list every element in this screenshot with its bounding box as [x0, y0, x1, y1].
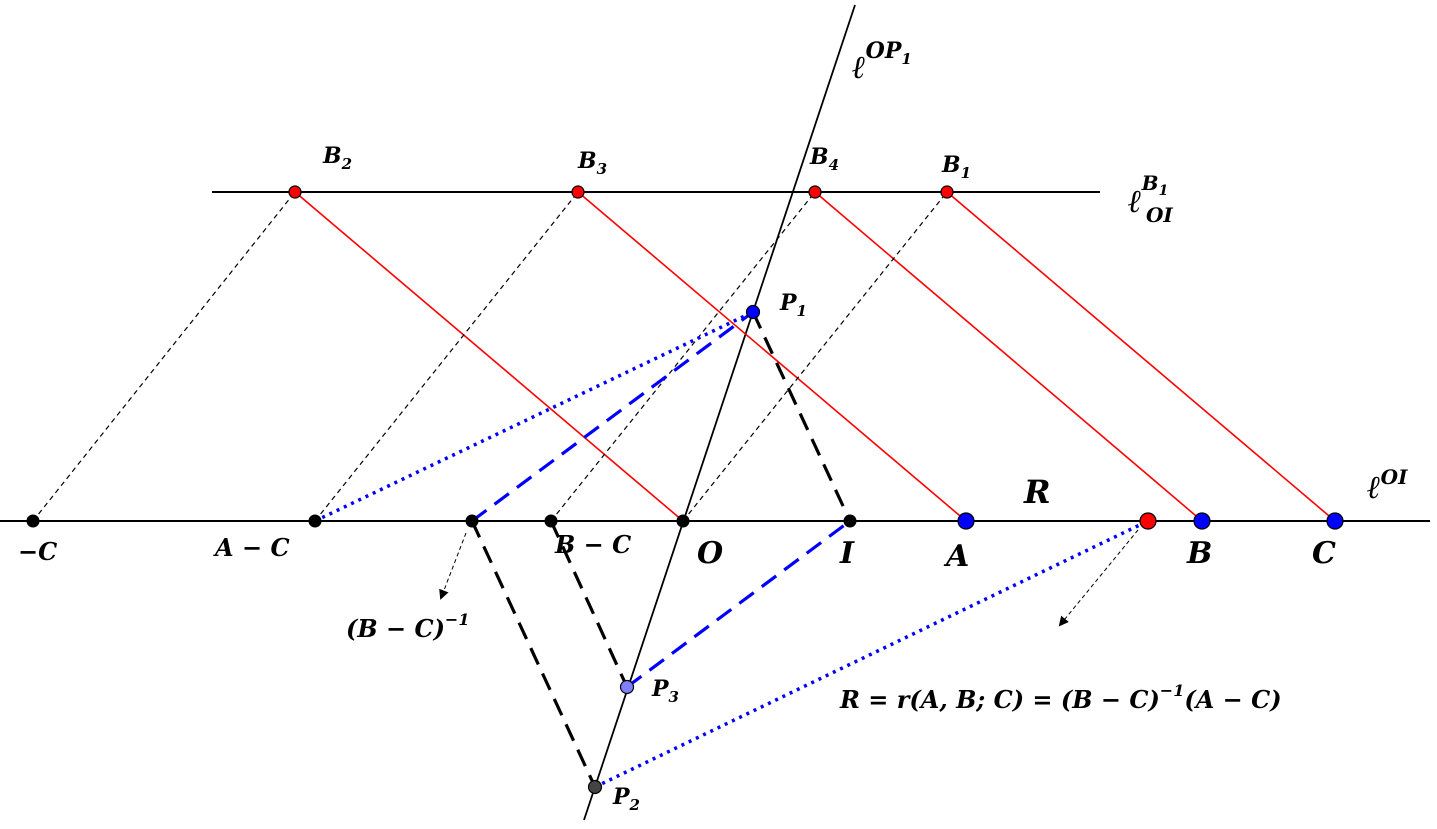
label-b4: B4 [809, 144, 839, 174]
label-b: B [1186, 536, 1212, 571]
point-p1 [745, 304, 761, 320]
label-b2: B2 [322, 143, 352, 173]
label-l-oi: ℓOI [1367, 465, 1408, 506]
red-line-b1-c [946, 191, 1336, 522]
blue-dashed-p3-i [626, 519, 851, 689]
point-o [676, 514, 690, 528]
dashed-line-amc-b3 [314, 191, 579, 522]
dashed-line-negc-b2 [32, 191, 296, 522]
blue-dashed-inv-p1 [471, 310, 754, 523]
label-b3: B3 [577, 148, 607, 178]
thick-dashed-inv-p2 [470, 520, 597, 788]
label-l-op1: ℓOP1 [852, 38, 912, 86]
blue-dotted-p2-r [594, 519, 1149, 789]
point-p2 [587, 779, 603, 795]
point-c [1326, 512, 1344, 530]
red-line-b3-a [577, 191, 967, 522]
dashed-line-bmc-b4 [550, 191, 816, 522]
label-p1: P1 [779, 290, 807, 320]
point-inv-b-minus-c [465, 514, 479, 528]
thick-dashed-bmc-p3 [549, 520, 629, 688]
label-p3: P3 [651, 676, 679, 706]
thick-dashed-p1-i [751, 311, 852, 522]
blue-dotted-amc-p1 [314, 310, 754, 523]
line-l-op1 [583, 4, 856, 821]
label-a: A [943, 539, 969, 574]
point-a [957, 512, 975, 530]
point-neg-c [26, 514, 40, 528]
point-p3 [619, 679, 635, 695]
label-a-minus-c: A − C [213, 533, 290, 562]
red-line-b4-b [814, 191, 1203, 522]
label-r: R [1023, 473, 1051, 511]
label-b-minus-c: B − C [554, 530, 631, 559]
label-o: O [697, 536, 723, 571]
point-b-minus-c [544, 514, 558, 528]
point-i [843, 514, 857, 528]
label-c: C [1312, 536, 1336, 571]
label-b1: B1 [941, 152, 971, 182]
arrow-to-formula [1058, 529, 1139, 627]
point-b3 [571, 185, 585, 199]
point-b2 [288, 185, 302, 199]
point-a-minus-c [308, 514, 322, 528]
label-p2: P2 [612, 784, 640, 814]
point-b1 [940, 185, 954, 199]
point-b [1193, 512, 1211, 530]
point-r [1139, 512, 1157, 530]
dashed-line-o-b1 [682, 191, 948, 522]
label-inv-b-minus-c: (B − C)−1 [346, 610, 469, 643]
label-i: I [839, 536, 855, 571]
red-line-b2-o [294, 191, 684, 522]
arrow-to-inv-label [439, 532, 467, 600]
formula: R = r(A, B; C) = (B − C)−1(A − C) [839, 681, 1282, 714]
point-b4 [808, 185, 822, 199]
label-neg-c: −C [18, 537, 57, 566]
